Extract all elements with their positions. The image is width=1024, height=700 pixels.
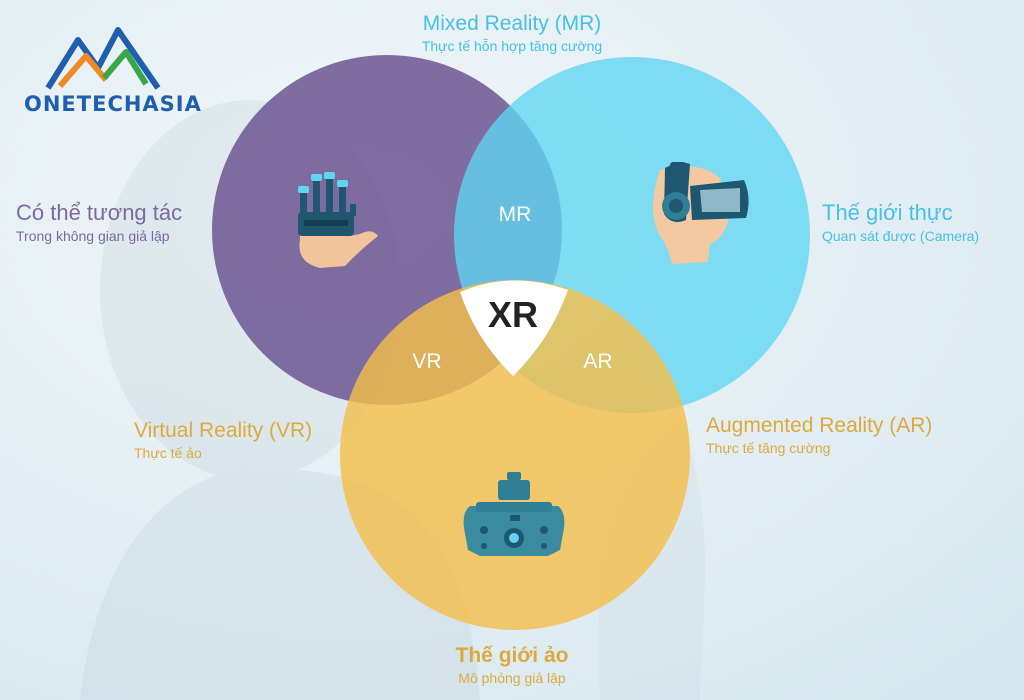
label-real-world: Thế giới thực Quan sát được (Camera) — [822, 200, 979, 244]
label-mixed-reality-subtitle: Thực tế hỗn hợp tăng cường — [421, 38, 603, 54]
label-virtual-reality-subtitle: Thực tế ảo — [134, 445, 202, 461]
label-interactive-subtitle: Trong không gian giả lập — [16, 228, 170, 244]
vr-headset-head-icon — [653, 162, 749, 264]
mr-region-label: MR — [499, 203, 532, 226]
label-virtual-reality: Virtual Reality (VR) Thực tế ảo — [134, 419, 312, 461]
brand-logo-text: ONETECHASIA — [24, 92, 202, 116]
ar-region-label: AR — [583, 350, 612, 373]
label-augmented-reality: Augmented Reality (AR) Thực tế tăng cườn… — [706, 414, 932, 456]
xr-center-region — [460, 280, 568, 376]
label-virtual-world-subtitle: Mô phỏng giả lập — [458, 670, 566, 686]
xr-center-label: XR — [488, 294, 538, 335]
label-augmented-reality-title: Augmented Reality (AR) — [706, 414, 933, 437]
label-interactive: Có thể tương tác Trong không gian giả lậ… — [16, 200, 182, 244]
label-virtual-reality-title: Virtual Reality (VR) — [134, 419, 313, 442]
label-real-world-title: Thế giới thực — [822, 200, 953, 225]
virtual-world-circle — [340, 280, 690, 630]
vr-headset-icon — [463, 472, 565, 556]
label-virtual-world-title: Thế giới ảo — [455, 644, 569, 667]
vr-glove-hand-icon — [298, 172, 378, 268]
label-mixed-reality-title: Mixed Reality (MR) — [422, 12, 602, 35]
label-real-world-subtitle: Quan sát được (Camera) — [822, 228, 980, 244]
label-interactive-title: Có thể tương tác — [16, 200, 183, 225]
vr-region-label: VR — [412, 350, 441, 373]
label-augmented-reality-subtitle: Thực tế tăng cường — [706, 440, 831, 456]
label-mixed-reality: Mixed Reality (MR) Thực tế hỗn hợp tăng … — [392, 12, 632, 54]
label-virtual-world: Thế giới ảo Mô phỏng giả lập — [412, 644, 612, 686]
onetechasia-logo — [45, 27, 161, 90]
